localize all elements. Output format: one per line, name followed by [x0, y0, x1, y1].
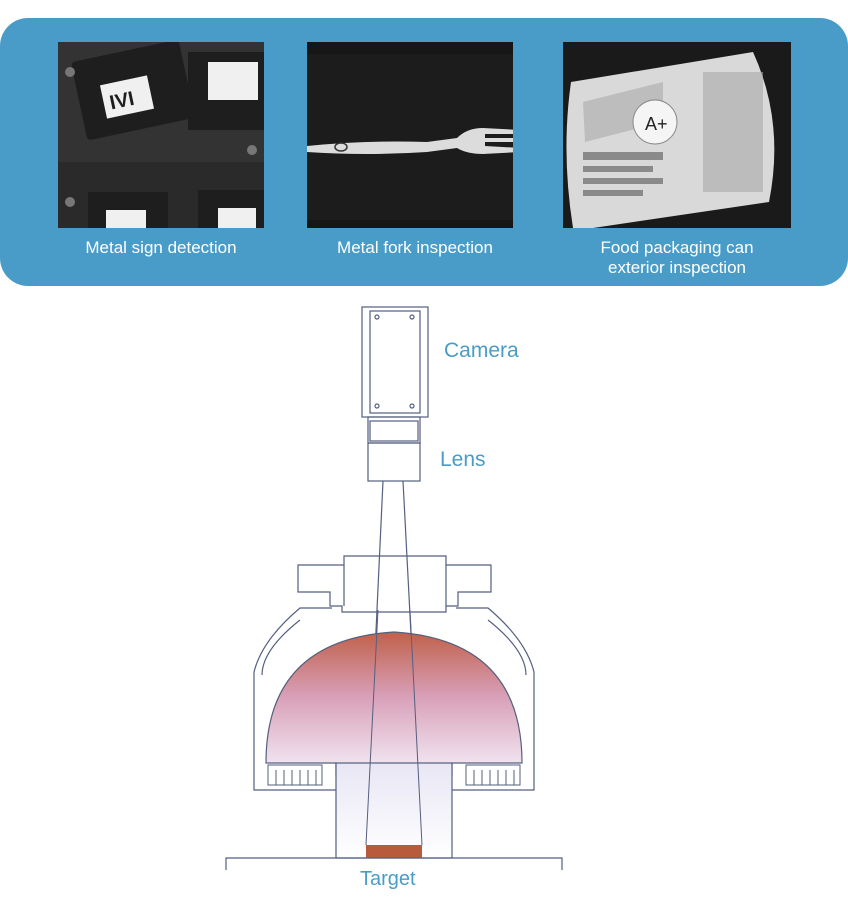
- food-can-caption: Food packaging can exterior inspection: [563, 238, 791, 278]
- lens-label: Lens: [440, 448, 486, 471]
- metal-sign-caption: Metal sign detection: [85, 238, 237, 257]
- metal-sign-image: IVI: [58, 42, 264, 228]
- target-label: Target: [360, 868, 416, 890]
- svg-text:A+: A+: [645, 114, 668, 134]
- food-can-image: A+: [563, 42, 791, 228]
- metal-fork-caption: Metal fork inspection: [337, 238, 493, 257]
- food-can-caption-line2: exterior inspection: [608, 258, 746, 277]
- optical-diagram: [225, 306, 563, 870]
- svg-text:IVI: IVI: [108, 88, 136, 115]
- camera-icon: [361, 306, 429, 418]
- lens-icon: [367, 416, 421, 482]
- dome-housing: [253, 607, 535, 791]
- food-can-caption-line1: Food packaging can: [600, 238, 754, 257]
- metal-fork-image: [307, 42, 513, 228]
- dome-top-mount: [297, 555, 492, 613]
- target-sample: [366, 845, 422, 858]
- base-plate: [225, 857, 563, 870]
- camera-label: Camera: [444, 339, 519, 362]
